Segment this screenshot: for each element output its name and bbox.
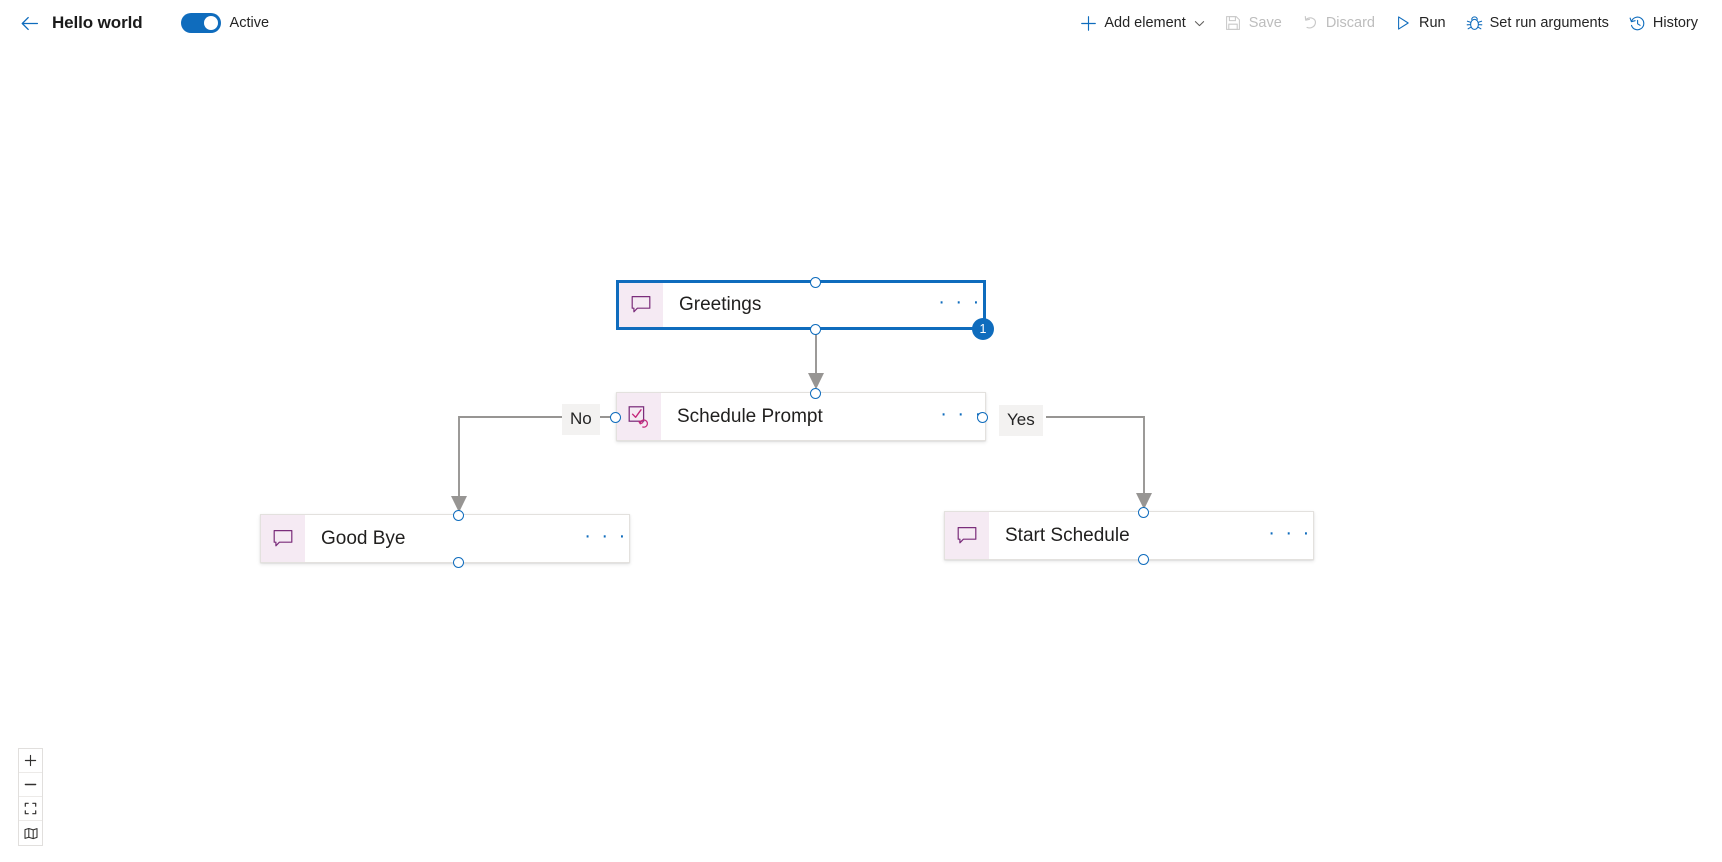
zoom-out-button[interactable] (19, 773, 42, 797)
flow-node-greetings[interactable]: Greetings · · · (616, 280, 986, 330)
set-run-arguments-label: Set run arguments (1489, 15, 1609, 31)
node-title: Start Schedule (1005, 524, 1130, 546)
header-left-group: Hello world Active (0, 8, 269, 38)
history-button[interactable]: History (1619, 7, 1708, 39)
run-label: Run (1418, 15, 1446, 31)
page-title: Hello world (52, 13, 143, 32)
flow-node-good-bye[interactable]: Good Bye · · · (260, 514, 630, 563)
save-label: Save (1248, 15, 1282, 31)
edge-no-to-good-bye[interactable] (451, 416, 612, 513)
message-bubble-icon (619, 283, 663, 327)
message-bubble-icon (261, 515, 305, 562)
edge-layer (451, 331, 1152, 513)
discard-label: Discard (1325, 15, 1375, 31)
bug-icon (1466, 15, 1483, 32)
clock-history-icon (1629, 15, 1646, 32)
zoom-in-button[interactable] (19, 749, 42, 773)
fit-to-screen-button[interactable] (19, 797, 42, 821)
flow-node-start-schedule[interactable]: Start Schedule · · · (944, 511, 1314, 560)
port-schedule-prompt-left-no[interactable] (610, 412, 621, 423)
save-button[interactable]: Save (1215, 7, 1292, 39)
plus-icon (1080, 15, 1097, 32)
port-greetings-top[interactable] (810, 277, 821, 288)
node-menu-button[interactable]: · · · (1268, 521, 1312, 544)
node-menu-button[interactable]: · · · (938, 291, 982, 313)
node-title: Schedule Prompt (677, 405, 823, 427)
flow-node-schedule-prompt[interactable]: Schedule Prompt · · · (616, 392, 986, 441)
set-run-arguments-button[interactable]: Set run arguments (1456, 7, 1619, 39)
play-triangle-icon (1395, 15, 1412, 32)
port-greetings-bottom[interactable] (810, 324, 821, 335)
discard-button[interactable]: Discard (1292, 7, 1385, 39)
branch-label-yes[interactable]: Yes (999, 405, 1043, 436)
node-menu-button[interactable]: · · · (940, 402, 984, 425)
port-start-schedule-top[interactable] (1138, 507, 1149, 518)
chevron-down-icon (1194, 18, 1205, 29)
active-toggle[interactable] (180, 13, 221, 33)
active-toggle-group: Active (180, 13, 270, 33)
zoom-controls (18, 748, 43, 846)
add-element-label: Add element (1104, 15, 1186, 31)
toggle-knob (203, 16, 218, 30)
port-schedule-prompt-top[interactable] (810, 388, 821, 399)
active-toggle-label: Active (229, 15, 270, 31)
history-label: History (1652, 15, 1698, 31)
edge-yes-to-start-schedule[interactable] (1046, 416, 1152, 510)
port-start-schedule-bottom[interactable] (1138, 554, 1149, 565)
checkbox-loop-icon (617, 393, 661, 440)
add-element-button[interactable]: Add element (1070, 7, 1214, 39)
node-title: Greetings (679, 294, 762, 315)
app-header: Hello world Active Add element (0, 0, 1722, 46)
flow-canvas[interactable]: Greetings · · · 1 Schedule Prompt · · · … (0, 46, 1722, 862)
port-good-bye-top[interactable] (453, 510, 464, 521)
branch-label-no[interactable]: No (562, 404, 600, 435)
node-title: Good Bye (321, 527, 406, 549)
undo-arrow-icon (1302, 15, 1319, 32)
back-arrow-icon[interactable] (14, 8, 44, 38)
save-disk-icon (1225, 15, 1242, 32)
port-schedule-prompt-right-yes[interactable] (977, 412, 988, 423)
command-bar: Add element Save Discard (1070, 7, 1722, 39)
node-badge-greetings: 1 (972, 318, 994, 340)
minimap-button[interactable] (19, 821, 42, 845)
run-button[interactable]: Run (1385, 7, 1456, 39)
node-menu-button[interactable]: · · · (584, 524, 628, 547)
port-good-bye-bottom[interactable] (453, 557, 464, 568)
message-bubble-icon (945, 512, 989, 559)
